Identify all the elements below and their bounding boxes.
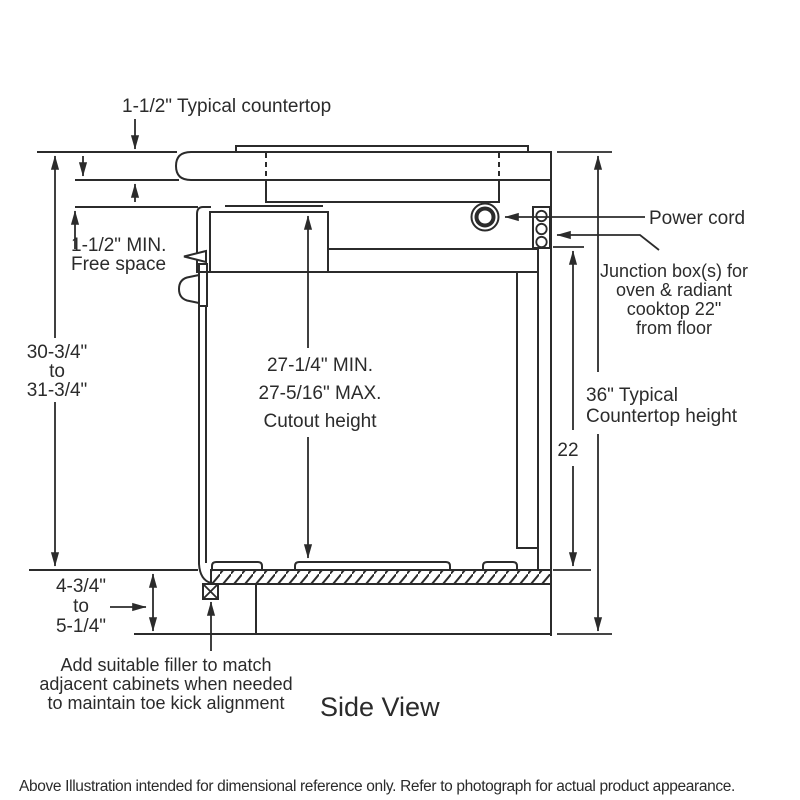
countertop-slab xyxy=(174,151,552,181)
cutout-label-line1: 27-1/4" MIN. xyxy=(267,355,373,376)
cutout-label-line3: Cutout height xyxy=(263,411,377,432)
junction-box-label-line1: Junction box(s) for xyxy=(600,261,748,281)
countertop-height-label-line2: Countertop height xyxy=(586,406,738,427)
junction-box-label-line2: oven & radiant xyxy=(616,280,732,300)
oven-height-label-line1: 30-3/4" xyxy=(27,342,88,363)
filler-note-line3: to maintain toe kick alignment xyxy=(47,693,284,713)
cooktop-body xyxy=(265,179,500,203)
oven-door-handle xyxy=(177,273,200,305)
filler-block xyxy=(202,583,219,600)
countertop-label: 1-1/2" Typical countertop xyxy=(122,96,331,117)
handle-mount-plate xyxy=(198,263,208,307)
oven-height-label-line3: 31-3/4" xyxy=(27,380,88,401)
freespace-label-line2: Free space xyxy=(71,254,166,275)
oven-door-front xyxy=(198,305,213,585)
cutout-label-line2: 27-5/16" MAX. xyxy=(259,383,382,404)
junction-box xyxy=(532,206,551,249)
junction-height-label: 22 xyxy=(557,440,578,461)
oven-door-top-edge xyxy=(183,249,207,264)
junction-box-leader xyxy=(556,230,660,251)
base-tab-left xyxy=(211,561,263,571)
oven-height-label-line2: to xyxy=(49,361,65,382)
power-cord-label: Power cord xyxy=(649,208,745,229)
footer-disclaimer: Above Illustration intended for dimensio… xyxy=(19,778,735,795)
base-tab-middle xyxy=(294,561,451,571)
base-tab-right xyxy=(482,561,518,571)
filler-note-line2: adjacent cabinets when needed xyxy=(39,674,292,694)
oven-control-panel xyxy=(209,211,329,273)
filler-note-line1: Add suitable filler to match xyxy=(60,655,271,675)
cooktop-hidden-edges xyxy=(265,153,500,179)
base-hatched-strip xyxy=(210,569,552,585)
toe-kick-label-line3: 5-1/4" xyxy=(56,616,106,637)
dimension-lines xyxy=(50,119,660,651)
oven-left-trim xyxy=(196,206,211,273)
toe-kick-label-line1: 4-3/4" xyxy=(56,576,106,597)
power-cord-grommet xyxy=(470,202,500,232)
labels: 1-1/2" Typical countertop 1-1/2" MIN. Fr… xyxy=(19,96,748,795)
view-title: Side View xyxy=(320,692,440,722)
junction-box-label-line4: from floor xyxy=(636,318,712,338)
cooktop-glass-lip xyxy=(235,145,529,153)
support-shelf xyxy=(327,248,539,273)
countertop-height-ticks xyxy=(557,151,612,635)
junction-height-ticks xyxy=(553,246,591,571)
toe-kick-label-line2: to xyxy=(73,596,89,617)
cutout-right-edge xyxy=(516,271,539,549)
freespace-label-line1: 1-1/2" MIN. xyxy=(71,235,166,256)
countertop-height-label-line1: 36" Typical xyxy=(586,385,678,406)
junction-box-label-line3: cooktop 22" xyxy=(627,299,721,319)
